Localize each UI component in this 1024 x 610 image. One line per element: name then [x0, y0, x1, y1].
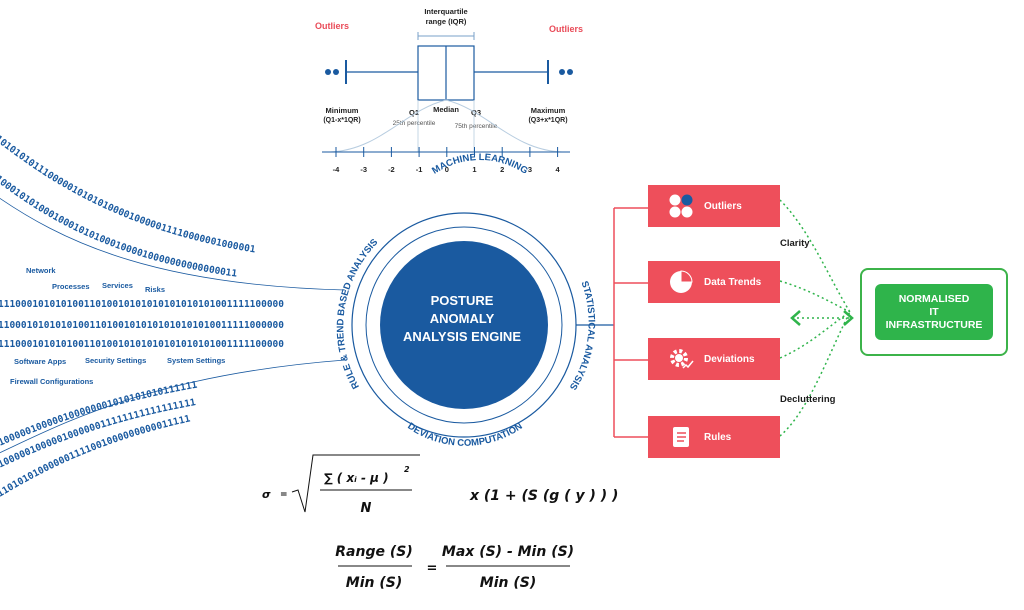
- input-security-settings: Security Settings: [85, 356, 146, 365]
- binary-line-1: 1010101011100000101010100001000001111000…: [0, 134, 256, 256]
- decluttering-label: Decluttering: [780, 394, 836, 405]
- range-numerator: Range (S): [335, 544, 412, 560]
- axis-tick-label: 3: [528, 165, 532, 174]
- maxmin-numerator: Max (S) - Min (S): [442, 544, 574, 560]
- square-exponent: 2: [404, 465, 410, 474]
- gear-icon: [670, 349, 694, 369]
- binary-line-5: 1110001010101001101001010101010101010100…: [0, 339, 284, 350]
- binary-line-3: 1110001010101001101001010101010101010100…: [0, 299, 284, 310]
- iqr-label-line2: range (IQR): [426, 17, 467, 26]
- maxmin-denominator: Min (S): [480, 575, 536, 591]
- n-denominator: N: [361, 501, 372, 516]
- range-equals: =: [427, 561, 438, 576]
- output-rules-label: Rules: [704, 431, 732, 443]
- result-box: NORMALISED IT INFRASTRUCTURE: [860, 268, 1008, 356]
- p75-label: 75th percentile: [455, 123, 498, 130]
- axis-tick-label: 0: [445, 165, 449, 174]
- output-deviations-label: Deviations: [704, 353, 755, 365]
- input-services: Services: [102, 281, 133, 290]
- iqr-label-line1: Interquartile: [424, 7, 467, 16]
- dotted-link: [779, 280, 851, 313]
- binary-line-4: 1100010101010100110100101010101010101001…: [0, 320, 284, 331]
- outlier-point: [333, 69, 339, 75]
- output-data-trends: Data Trends: [648, 261, 780, 303]
- ring-label-rule-trend: RULE & TREND BASED ANALYSIS: [335, 237, 380, 391]
- result-inner: NORMALISED IT INFRASTRUCTURE: [875, 284, 993, 340]
- axis-tick-label: 4: [556, 165, 561, 174]
- output-rules: Rules: [648, 416, 780, 458]
- formulas: σ = ∑ ( xᵢ - μ ) 2 N x (1 + (S (g ( y ) …: [262, 454, 618, 591]
- input-system-settings: System Settings: [167, 356, 225, 365]
- distribution-curve: [329, 99, 563, 153]
- binary-line-2: 1000101010001000101010001000010000000000…: [0, 174, 238, 280]
- stream-line: [0, 359, 346, 454]
- outlier-point: [559, 69, 565, 75]
- axis-tick-label: 2: [500, 165, 504, 174]
- dots-cluster-icon: [669, 194, 693, 218]
- minimum-formula: (Q1-x*1QR): [323, 117, 360, 124]
- axis-tick-label: 1: [472, 165, 476, 174]
- engine-title-line2: ANOMALY: [430, 311, 495, 326]
- boxplot: Interquartile range (IQR) Outliers Outli…: [315, 7, 583, 174]
- ring-label-deviation-computation: DEVIATION COMPUTATION: [405, 421, 524, 449]
- p25-label: 25th percentile: [393, 120, 436, 127]
- output-connectors: [576, 199, 854, 438]
- outlier-point: [325, 69, 331, 75]
- input-network: Network: [26, 266, 56, 275]
- minimum-label: Minimum: [326, 106, 359, 115]
- engine-title-line1: POSTURE: [431, 293, 494, 308]
- dotted-link: [779, 311, 851, 359]
- axis-tick-label: -3: [360, 165, 367, 174]
- output-outliers: Outliers: [648, 185, 780, 227]
- input-processes: Processes: [52, 282, 90, 291]
- pie-chart-icon: [670, 270, 693, 293]
- range-denominator: Min (S): [346, 575, 402, 591]
- input-software-apps: Software Apps: [14, 357, 66, 366]
- scroll-document-icon: [673, 427, 689, 447]
- output-data-trends-label: Data Trends: [704, 276, 762, 288]
- outliers-right-label: Outliers: [549, 24, 583, 34]
- axis-tick-label: -4: [333, 165, 340, 174]
- input-firewall: Firewall Configurations: [10, 377, 93, 386]
- sqrt-symbol: [291, 454, 420, 513]
- maximum-label: Maximum: [531, 106, 566, 115]
- output-deviations: Deviations: [648, 338, 780, 380]
- composite-formula: x (1 + (S (g ( y ) ) ): [469, 488, 618, 504]
- engine-inner-ring: [365, 226, 563, 424]
- result-line1: NORMALISED: [898, 292, 970, 305]
- engine-title-line3: ANALYSIS ENGINE: [403, 329, 521, 344]
- result-line2: IT: [929, 305, 939, 318]
- axis-ticks: -4 -3 -2 -1 0 1 2 3 4: [333, 147, 561, 174]
- axis-tick-label: -1: [416, 165, 423, 174]
- dotted-link: [779, 311, 851, 437]
- maximum-formula: (Q3+x*1QR): [528, 117, 567, 124]
- result-line3: INFRASTRUCTURE: [885, 318, 983, 331]
- sum-expression: ∑ ( xᵢ - μ ): [324, 471, 389, 485]
- dotted-link: [779, 199, 851, 313]
- analysis-engine: POSTURE ANOMALY ANALYSIS ENGINE MACHINE …: [335, 152, 596, 449]
- engine-core: [380, 241, 548, 409]
- ring-label-statistical-analysis: STATISTICAL ANALYSIS: [567, 280, 597, 392]
- binary-streams: 1010101011100000101010100001000001111000…: [0, 134, 346, 503]
- clarity-label: Clarity: [780, 238, 810, 249]
- q1-label: Q1: [409, 108, 419, 117]
- median-label: Median: [433, 105, 459, 114]
- sigma-symbol: σ: [262, 488, 271, 501]
- outlier-point: [567, 69, 573, 75]
- stream-line: [0, 197, 346, 291]
- sigma-equals: =: [280, 490, 288, 500]
- axis-tick-label: -2: [388, 165, 395, 174]
- output-outliers-label: Outliers: [704, 200, 742, 212]
- outliers-left-label: Outliers: [315, 21, 349, 31]
- input-risks: Risks: [145, 285, 165, 294]
- arrow-left-icon: [790, 310, 801, 326]
- arrow-right-icon: [843, 310, 854, 326]
